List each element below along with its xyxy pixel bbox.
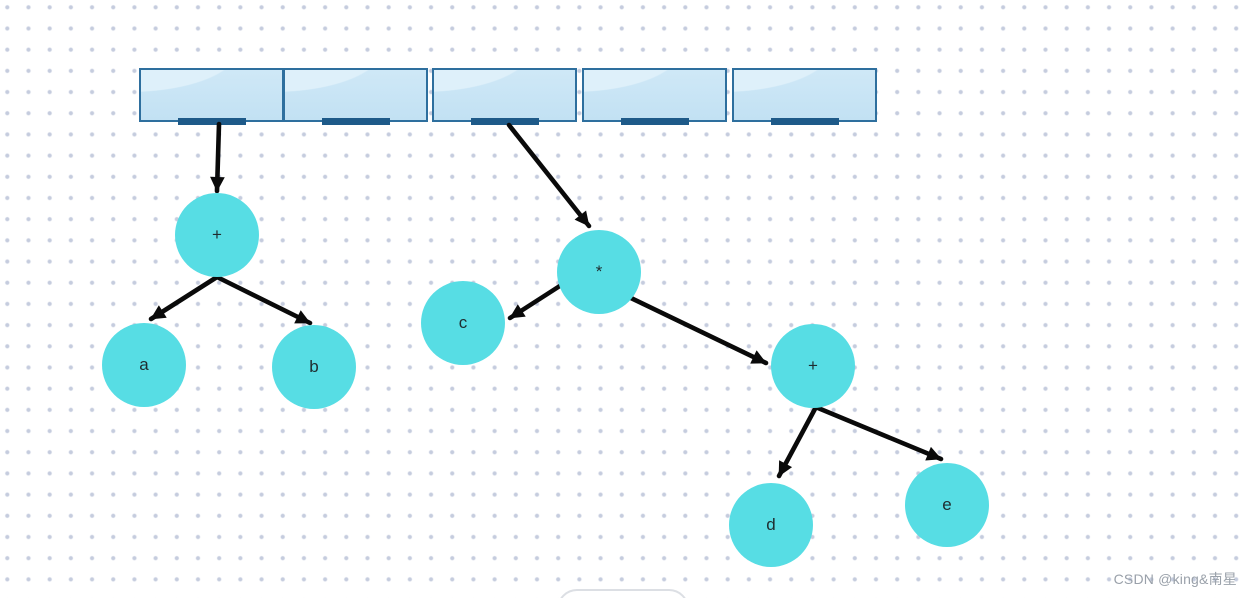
node-label: b [309, 357, 319, 376]
node-label: c [458, 313, 468, 332]
cell-underline-bar [770, 118, 839, 125]
node-label: d [766, 515, 776, 534]
node-label: a [139, 355, 149, 374]
array-cell-1 [139, 68, 284, 125]
node-star: * [557, 230, 641, 314]
array-cell-5 [732, 68, 877, 125]
node-a: a [102, 323, 186, 407]
node-d: d [729, 483, 813, 567]
edge-star-to-plus [628, 295, 769, 366]
cell-underline-bar [177, 118, 246, 125]
watermark: CSDN @king&南星 [1113, 571, 1237, 587]
array-cell-4 [582, 68, 727, 125]
edge-plus-to-b [214, 274, 313, 326]
cell-underline-bar [321, 118, 390, 125]
edge-cell1-to-plus [210, 121, 225, 194]
edge-plus-to-e [815, 405, 944, 462]
node-label: e [942, 495, 952, 514]
node-plus-right: + [771, 324, 855, 408]
node-label: + [808, 356, 818, 375]
node-label: + [212, 225, 222, 244]
partial-pill-shape [557, 589, 689, 598]
cell-underline-bar [620, 118, 689, 125]
array-cell-3 [432, 68, 577, 125]
array-cell-2 [283, 68, 428, 125]
node-b: b [272, 325, 356, 409]
node-plus-left: + [175, 193, 259, 277]
edge-star-to-c [507, 279, 569, 321]
node-label: * [595, 262, 603, 281]
cell-underline-bar [470, 118, 539, 125]
edge-plus-to-d [776, 404, 819, 479]
node-c: c [421, 281, 505, 365]
edge-plus-to-a [148, 274, 220, 322]
node-e: e [905, 463, 989, 547]
edge-cell3-to-star [506, 122, 592, 229]
